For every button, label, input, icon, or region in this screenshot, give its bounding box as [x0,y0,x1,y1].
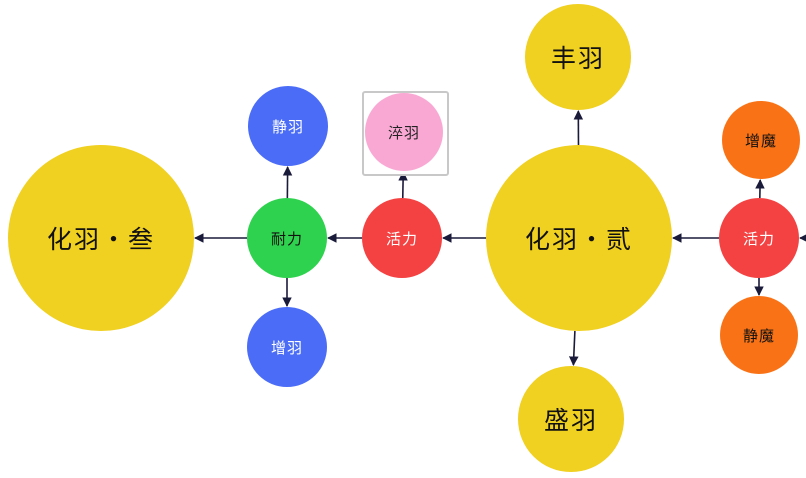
node-label: 活力 [385,229,418,248]
node-label: 增羽 [270,338,303,357]
node-label: 增魔 [744,131,777,150]
node-zeng-mo[interactable]: 增魔 [722,101,800,179]
node-label: 丰羽 [550,44,605,73]
node-jing-mo[interactable]: 静魔 [720,296,798,374]
node-hua-san[interactable]: 化羽・叁 [8,145,194,331]
edge-hua_er-to-sheng_yu [568,330,579,367]
node-label: 活力 [742,229,775,248]
node-nai-li[interactable]: 耐力 [247,198,327,278]
node-feng-yu[interactable]: 丰羽 [525,4,631,110]
node-huo-li-1[interactable]: 活力 [362,198,442,278]
node-label: 淬羽 [387,123,420,142]
node-jing-yu[interactable]: 静羽 [248,86,328,166]
node-zeng-yu[interactable]: 增羽 [247,307,327,387]
node-label: 静羽 [271,117,304,136]
node-cui-yu[interactable]: 淬羽 [365,93,443,171]
node-sheng-yu[interactable]: 盛羽 [518,366,624,472]
node-label: 化羽・贰 [524,225,633,254]
node-label: 盛羽 [543,406,598,435]
node-label: 化羽・叁 [46,225,155,254]
node-hua-er[interactable]: 化羽・贰 [486,145,672,331]
node-label: 静魔 [742,326,775,345]
node-huo-li-2[interactable]: 活力 [719,198,799,278]
node-label: 耐力 [270,229,303,248]
